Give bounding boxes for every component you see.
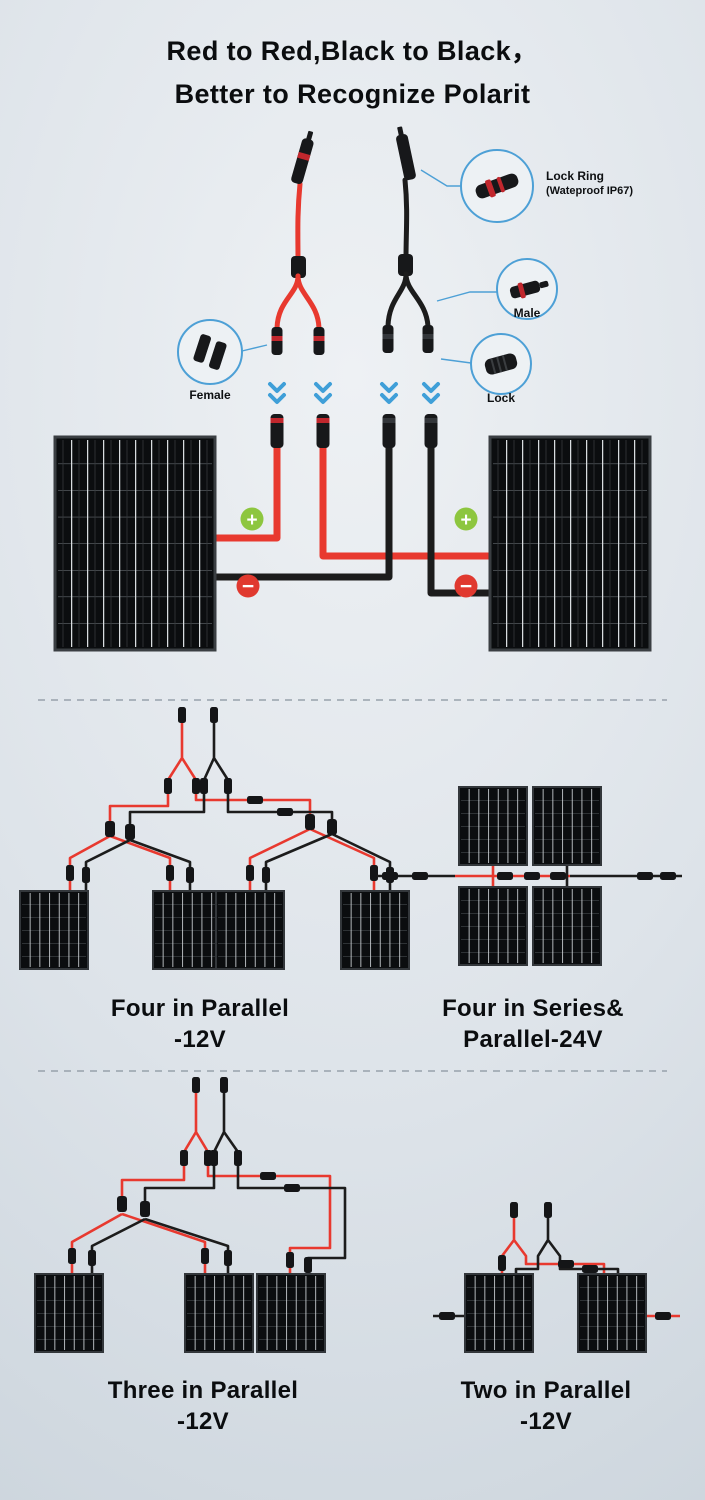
plus-badge: + xyxy=(454,507,478,531)
red-female-connector-icon xyxy=(313,327,325,355)
plug-arrow-icon xyxy=(422,382,440,404)
caption-four-in-series-parallel: Four in Series& Parallel-24V xyxy=(398,993,668,1055)
solar-panel xyxy=(340,890,410,970)
plug-arrow-icon xyxy=(314,382,332,404)
title-line-2: Better to Recognize Polarit xyxy=(174,79,531,109)
solar-panel xyxy=(532,786,602,866)
solar-panel-left xyxy=(53,435,217,652)
caption-line: -12V xyxy=(520,1408,572,1435)
solar-panel xyxy=(532,886,602,966)
lock-ring-icon xyxy=(475,173,519,199)
callout-circle-female xyxy=(177,319,243,385)
title-line-1: Red to Red,Black to Black， xyxy=(166,36,539,66)
wiring-diagram-four-series-parallel xyxy=(377,786,682,966)
red-wire-right xyxy=(319,447,495,560)
minus-symbol: − xyxy=(460,575,472,598)
leader-line-female xyxy=(241,344,268,352)
red-y-branch-connector xyxy=(271,129,325,355)
plus-badge: + xyxy=(240,507,264,531)
solar-panel xyxy=(184,1273,254,1353)
plus-symbol: + xyxy=(460,510,471,531)
caption-four-in-parallel: Four in Parallel -12V xyxy=(55,993,345,1055)
callout-circle-lock xyxy=(470,333,532,395)
black-female-connector-icon xyxy=(382,325,394,353)
red-female-connector-icon xyxy=(271,327,283,355)
male-connector-icon xyxy=(509,280,549,299)
minus-badge: − xyxy=(236,574,260,598)
solar-panel xyxy=(256,1273,326,1353)
solar-panel xyxy=(34,1273,104,1353)
callout-label-lock-ring: Lock Ring (Wateproof IP67) xyxy=(546,169,701,199)
wiring-diagram-two-parallel xyxy=(433,1202,680,1353)
leader-line-lock xyxy=(440,358,472,364)
wiring-diagram-three-parallel xyxy=(34,1077,347,1353)
page-title: Red to Red,Black to Black， Better to Rec… xyxy=(0,30,705,116)
caption-line: -12V xyxy=(174,1026,226,1053)
solar-panel xyxy=(458,786,528,866)
black-y-branch-connector xyxy=(382,125,434,353)
lock-connector-icon xyxy=(484,353,518,375)
plug-arrow-icon xyxy=(380,382,398,404)
callout-circle-lock-ring xyxy=(460,149,534,223)
solar-panel xyxy=(464,1273,534,1353)
caption-two-in-parallel: Two in Parallel -12V xyxy=(421,1375,671,1437)
caption-line: Four in Parallel xyxy=(110,995,290,1022)
plug-arrow-icon xyxy=(268,382,286,404)
solar-panel xyxy=(577,1273,647,1353)
caption-three-in-parallel: Three in Parallel -12V xyxy=(58,1375,348,1437)
panel-red-connector-icon xyxy=(270,414,284,448)
panel-red-connector-icon xyxy=(316,414,330,448)
solar-panel xyxy=(215,890,285,970)
black-male-connector-icon xyxy=(393,125,417,181)
minus-symbol: − xyxy=(242,575,254,598)
black-female-connector-icon xyxy=(422,325,434,353)
panel-black-connector-icon xyxy=(382,414,396,448)
lock-ring-sublabel: (Wateproof IP67) xyxy=(546,185,633,197)
caption-line: Two in Parallel xyxy=(460,1377,632,1404)
solar-panel xyxy=(152,890,222,970)
solar-panel xyxy=(19,890,89,970)
caption-line: Three in Parallel xyxy=(107,1377,299,1404)
solar-panel xyxy=(458,886,528,966)
female-connector-icon xyxy=(193,334,227,370)
black-wire-left xyxy=(210,447,393,581)
callout-label-male: Male xyxy=(513,306,541,320)
solar-panel-right xyxy=(488,435,652,652)
callout-circle-male xyxy=(496,258,558,320)
red-wire-left xyxy=(210,447,281,542)
caption-line: -12V xyxy=(177,1408,229,1435)
panel-black-connector-icon xyxy=(424,414,438,448)
minus-badge: − xyxy=(454,574,478,598)
callout-label-lock: Lock xyxy=(486,391,515,405)
leader-line-male xyxy=(436,291,497,302)
caption-line: Four in Series& xyxy=(442,995,624,1022)
plus-symbol: + xyxy=(246,510,257,531)
main-connector-diagram: + − + − xyxy=(53,125,652,652)
caption-line: Parallel-24V xyxy=(463,1026,603,1053)
lock-ring-label: Lock Ring xyxy=(546,169,605,183)
callout-label-female: Female xyxy=(189,388,231,402)
wiring-diagram-four-parallel xyxy=(19,707,410,970)
leader-line-lock-ring xyxy=(420,169,461,187)
